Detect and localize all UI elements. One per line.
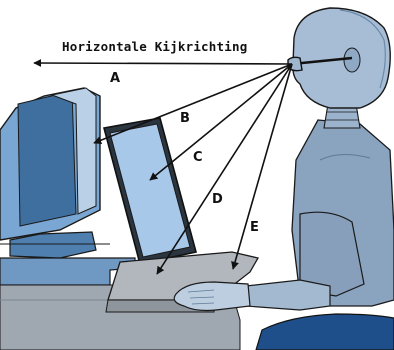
humanoid-figure [173, 7, 394, 350]
line-label-b: B [180, 111, 190, 126]
sight-lines [33, 59, 293, 275]
line-label-e: E [250, 220, 259, 235]
document-holder [103, 117, 197, 265]
sight-line-b [93, 63, 293, 145]
monitor [0, 87, 110, 259]
diagram-title: Horizontale Kijkrichting [62, 39, 248, 54]
sight-line-d [156, 63, 293, 275]
line-label-d: D [212, 192, 223, 207]
line-label-a: A [110, 71, 121, 86]
line-label-c: C [193, 150, 203, 165]
sight-line-e [231, 63, 293, 270]
sight-line-a [33, 59, 293, 68]
sight-line-c [149, 63, 293, 181]
